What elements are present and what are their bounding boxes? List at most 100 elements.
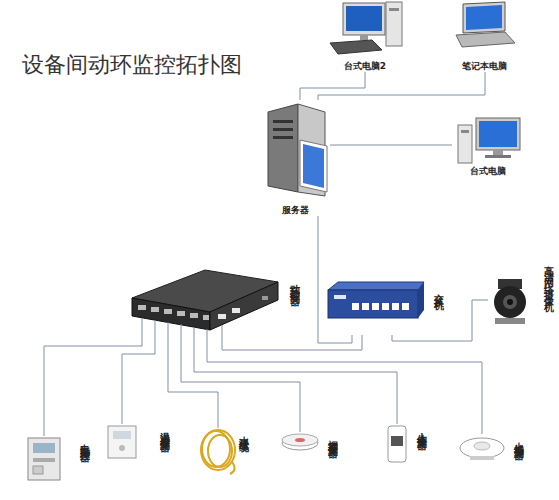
controller-icon-part (222, 325, 223, 338)
camera-icon-part (503, 295, 517, 309)
device-label: 火焰探测器 (513, 434, 524, 444)
controller-icon-part (232, 308, 240, 313)
flame-detector-icon (460, 438, 504, 460)
desktop-computer-icon-part (386, 2, 402, 46)
humidity-sensor-icon (108, 426, 136, 458)
desktop-node: 台式电脑 (452, 115, 524, 177)
network-wire (44, 338, 142, 436)
controller-icon-part (210, 282, 278, 330)
controller-icon-part (155, 320, 156, 338)
desktop-computer-icon-part (389, 8, 399, 11)
controller-icon (132, 270, 278, 338)
controller-icon-part (151, 307, 159, 312)
server-icon-part (300, 140, 327, 192)
server-icon-part (273, 136, 293, 139)
camera-icon (494, 279, 526, 324)
device-label: 交换机 (433, 286, 444, 295)
server-icon-part (273, 120, 293, 123)
server-icon-part (268, 104, 298, 192)
controller-icon-part (132, 298, 210, 330)
camera-icon-part (495, 318, 525, 324)
water-cable-icon (201, 430, 235, 474)
laptop-icon-part (463, 2, 505, 33)
device-label: 烟雾探测器 (327, 432, 338, 442)
sensor-node: 水浸线缆 (197, 428, 249, 480)
switch-icon-part (352, 303, 359, 310)
network-wire (392, 300, 488, 341)
laptop-icon (456, 2, 515, 47)
switch-icon-part (402, 303, 409, 310)
device-label: 笔记本电脑 (462, 62, 507, 72)
desktop-computer-icon-part (458, 125, 472, 163)
humidity-sensor-icon-part (119, 445, 125, 451)
humidity-sensor-icon-part (108, 426, 136, 458)
server-node: 服务器 (260, 100, 330, 216)
laptop-node: 笔记本电脑 (448, 0, 520, 72)
sensor-node: 电能采控器 (25, 436, 90, 498)
switch-icon (328, 282, 424, 318)
network-wire (207, 338, 482, 434)
smoke-detector-icon-part (282, 434, 318, 446)
controller-icon-part (181, 324, 182, 338)
device-label: 动环控制器 (289, 276, 300, 291)
power-meter-icon-part (28, 438, 60, 480)
desktop-computer-icon-part (346, 6, 382, 31)
switch-icon-part (328, 290, 418, 318)
desktop-computer-icon-part (360, 35, 368, 40)
switch-icon-part (334, 295, 346, 299)
controller-icon-part (207, 329, 208, 338)
camera-node: 高清网络摄像机 (488, 255, 554, 380)
device-label: 人体探测器 (416, 424, 427, 434)
device-label: 水浸线缆 (238, 428, 249, 436)
device-label: 服务器 (282, 206, 309, 216)
device-label: 温湿度探测器 (159, 424, 170, 436)
controller-icon-part (203, 315, 209, 320)
power-meter-icon (28, 438, 60, 480)
water-cable-icon-part (201, 430, 235, 470)
server-icon (268, 104, 327, 196)
controller-node: 动环控制器 (128, 262, 300, 338)
network-wire (194, 338, 397, 424)
desktop-computer-icon-part (476, 118, 520, 150)
flame-detector-icon-part (460, 438, 504, 458)
desktop-computer-icon (458, 118, 520, 163)
laptop-icon-part (466, 5, 502, 30)
desktop-node: 台式电脑2 (325, 0, 405, 72)
water-cable-icon-part (230, 462, 235, 474)
power-meter-icon-part (33, 466, 43, 474)
water-cable-icon-part (208, 435, 232, 467)
desktop-computer-icon-part (479, 121, 517, 147)
desktop-computer-icon (330, 2, 402, 54)
switch-icon-part (328, 282, 424, 290)
power-meter-icon-part (33, 443, 55, 453)
device-label: 台式电脑 (470, 167, 506, 177)
controller-icon-part (164, 309, 172, 314)
controller-icon-part (218, 314, 226, 319)
server-icon-part (303, 144, 324, 188)
server-icon-part (273, 128, 293, 131)
smoke-detector-icon (282, 434, 318, 450)
power-meter-icon-part (33, 458, 55, 462)
network-wire (122, 338, 155, 424)
switch-icon-part (372, 303, 379, 310)
desktop-computer-icon-part (343, 3, 385, 35)
laptop-icon-part (456, 32, 515, 47)
network-wire (318, 72, 485, 100)
smoke-detector-icon-part (295, 438, 305, 442)
sensor-node: 烟雾探测器 (280, 432, 338, 494)
device-label: 电能采控器 (79, 436, 90, 446)
device-label: 高清网络摄像机 (543, 258, 554, 300)
switch-icon-part (418, 282, 424, 318)
device-label: 台式电脑2 (344, 62, 386, 72)
motion-sensor-icon-part (388, 426, 406, 462)
sensor-node: 火焰探测器 (458, 434, 524, 496)
desktop-computer-icon-part (485, 155, 511, 158)
controller-icon-part (194, 327, 195, 338)
desktop-computer-icon-part (330, 40, 382, 54)
network-wire (181, 338, 300, 432)
desktop-computer-icon-part (461, 130, 469, 133)
sensor-node: 人体探测器 (385, 424, 427, 486)
switch-node: 交换机 (322, 280, 444, 335)
camera-icon-part (507, 299, 513, 305)
